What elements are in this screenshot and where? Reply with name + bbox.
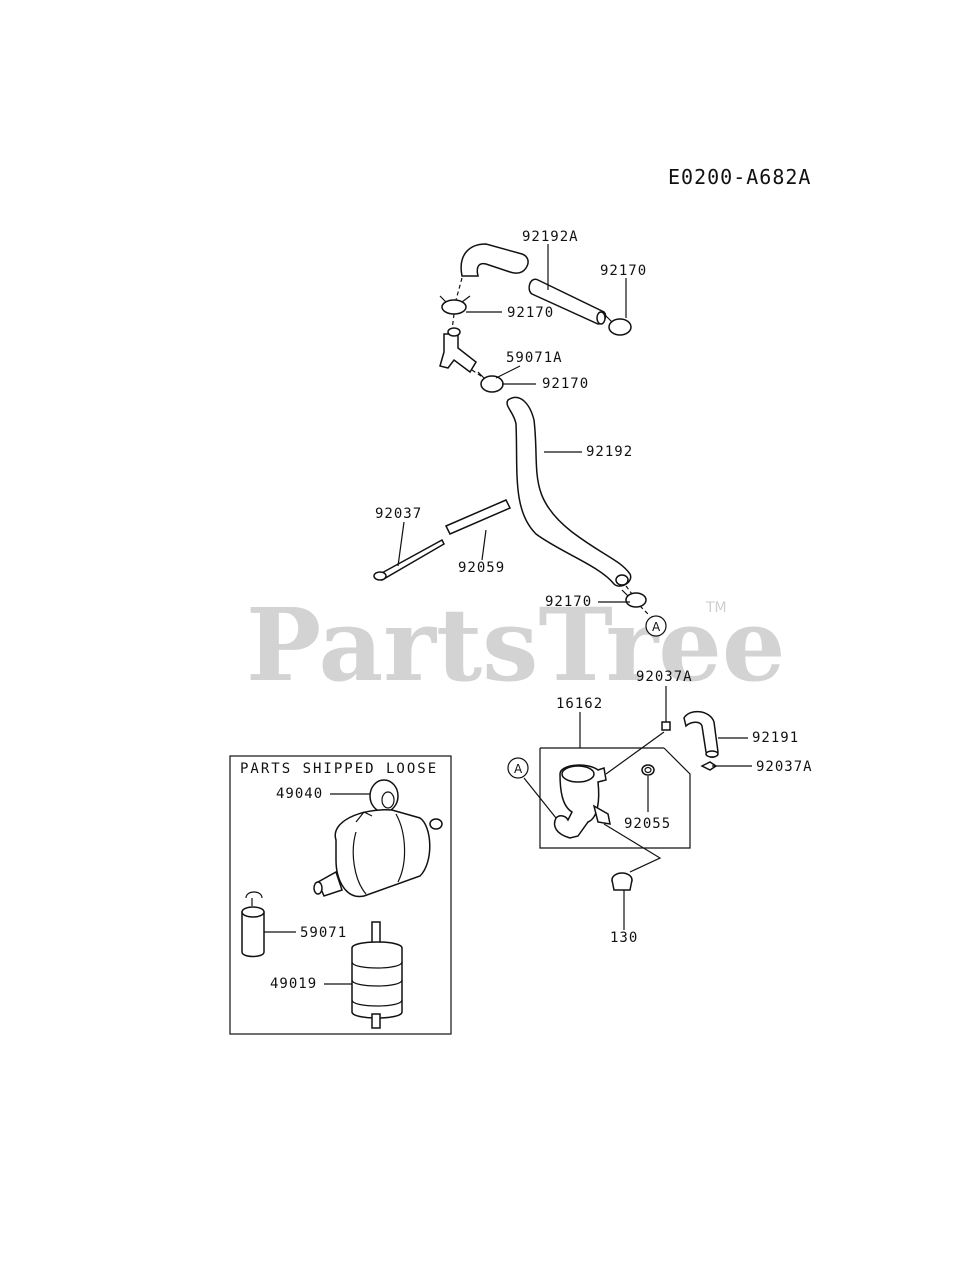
tube-92059[interactable] [444, 499, 512, 535]
label-92037a-upper: 92037A [636, 669, 693, 685]
rod-92037[interactable] [373, 538, 445, 582]
hose-92192a[interactable] [460, 243, 607, 325]
o-ring-92055[interactable] [641, 764, 655, 776]
fuel-filter-49019[interactable] [351, 921, 403, 1029]
label-59071: 59071 [300, 925, 347, 941]
clamp-92170-upper-right[interactable] [605, 315, 632, 336]
fuel-pressure-regulator-16162[interactable] [553, 764, 611, 839]
label-92055: 92055 [624, 816, 671, 832]
ref-marker-a-lower: A [507, 757, 529, 779]
label-59071a: 59071A [506, 350, 563, 366]
label-92170-middle: 92170 [542, 376, 589, 392]
label-92059: 92059 [458, 560, 505, 576]
screw-130[interactable] [611, 872, 633, 891]
parts-shipped-loose-box [229, 755, 452, 1035]
label-92170-upper-left: 92170 [507, 305, 554, 321]
fuel-pump-49040[interactable] [313, 779, 443, 898]
label-92037: 92037 [375, 506, 422, 522]
label-92037a-lower: 92037A [756, 759, 813, 775]
label-49040: 49040 [276, 786, 323, 802]
watermark-trademark: TM [705, 600, 727, 616]
label-92170-lower: 92170 [545, 594, 592, 610]
label-49019: 49019 [270, 976, 317, 992]
clamp-92170-lower[interactable] [621, 589, 647, 608]
svg-text:A: A [652, 620, 661, 634]
clamp-92170-upper-left[interactable] [439, 295, 471, 315]
regulator-group-outline [539, 747, 691, 849]
parts-shipped-loose-title: PARTS SHIPPED LOOSE [240, 761, 438, 777]
fitting-59071[interactable] [241, 891, 265, 958]
svg-text:A: A [514, 762, 523, 776]
hose-92192[interactable] [506, 396, 632, 587]
label-130: 130 [610, 930, 638, 946]
clamp-92170-middle[interactable] [477, 371, 504, 393]
label-92170-upper-right: 92170 [600, 263, 647, 279]
label-92192a: 92192A [522, 229, 579, 245]
label-92191: 92191 [752, 730, 799, 746]
diagram-code: E0200-A682A [668, 165, 811, 189]
watermark-text: PartsTree [246, 586, 786, 704]
label-16162: 16162 [556, 696, 603, 712]
label-92192: 92192 [586, 444, 633, 460]
washer-92037a-upper[interactable] [661, 721, 671, 731]
hose-92191[interactable] [683, 710, 719, 758]
fitting-59071a[interactable] [439, 327, 477, 374]
ref-marker-a-upper: A [645, 615, 667, 637]
